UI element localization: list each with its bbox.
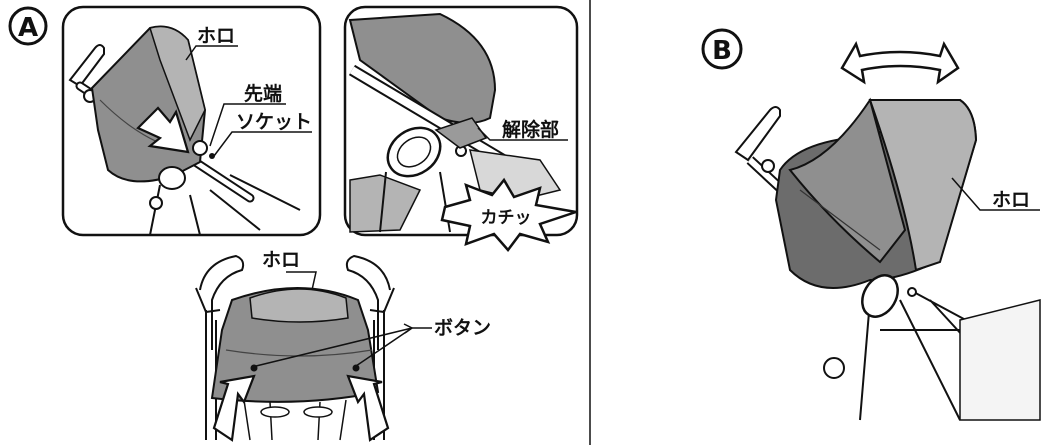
inset-right: 解除部 カチッ: [343, 5, 579, 252]
inset-left-hood-label: ホロ: [197, 25, 235, 47]
panel-a: A ホロ 先端: [8, 5, 579, 442]
panel-b-marker: B: [701, 28, 743, 70]
click-burst: [440, 177, 577, 252]
rotate-arrow: [840, 40, 960, 85]
rear-hood-label: ホロ: [262, 249, 300, 271]
socket-label: ソケット: [236, 111, 312, 133]
panel-a-marker-text: A: [18, 13, 38, 43]
panel-a-marker: A: [8, 6, 48, 46]
left-button-dot: [250, 364, 258, 372]
rear-view: ホロ ボタン: [195, 249, 491, 442]
panel-b-marker-text: B: [712, 36, 732, 66]
inset-left: ホロ 先端 ソケット: [61, 5, 322, 237]
right-button-dot: [352, 364, 360, 372]
tip-label: 先端: [244, 82, 282, 105]
button-label: ボタン: [434, 317, 491, 339]
release-label: 解除部: [502, 118, 559, 141]
click-sound-text: カチッ: [481, 208, 532, 228]
panel-b-hood-label: ホロ: [992, 189, 1030, 211]
panel-b: B ホロ: [701, 28, 1041, 421]
